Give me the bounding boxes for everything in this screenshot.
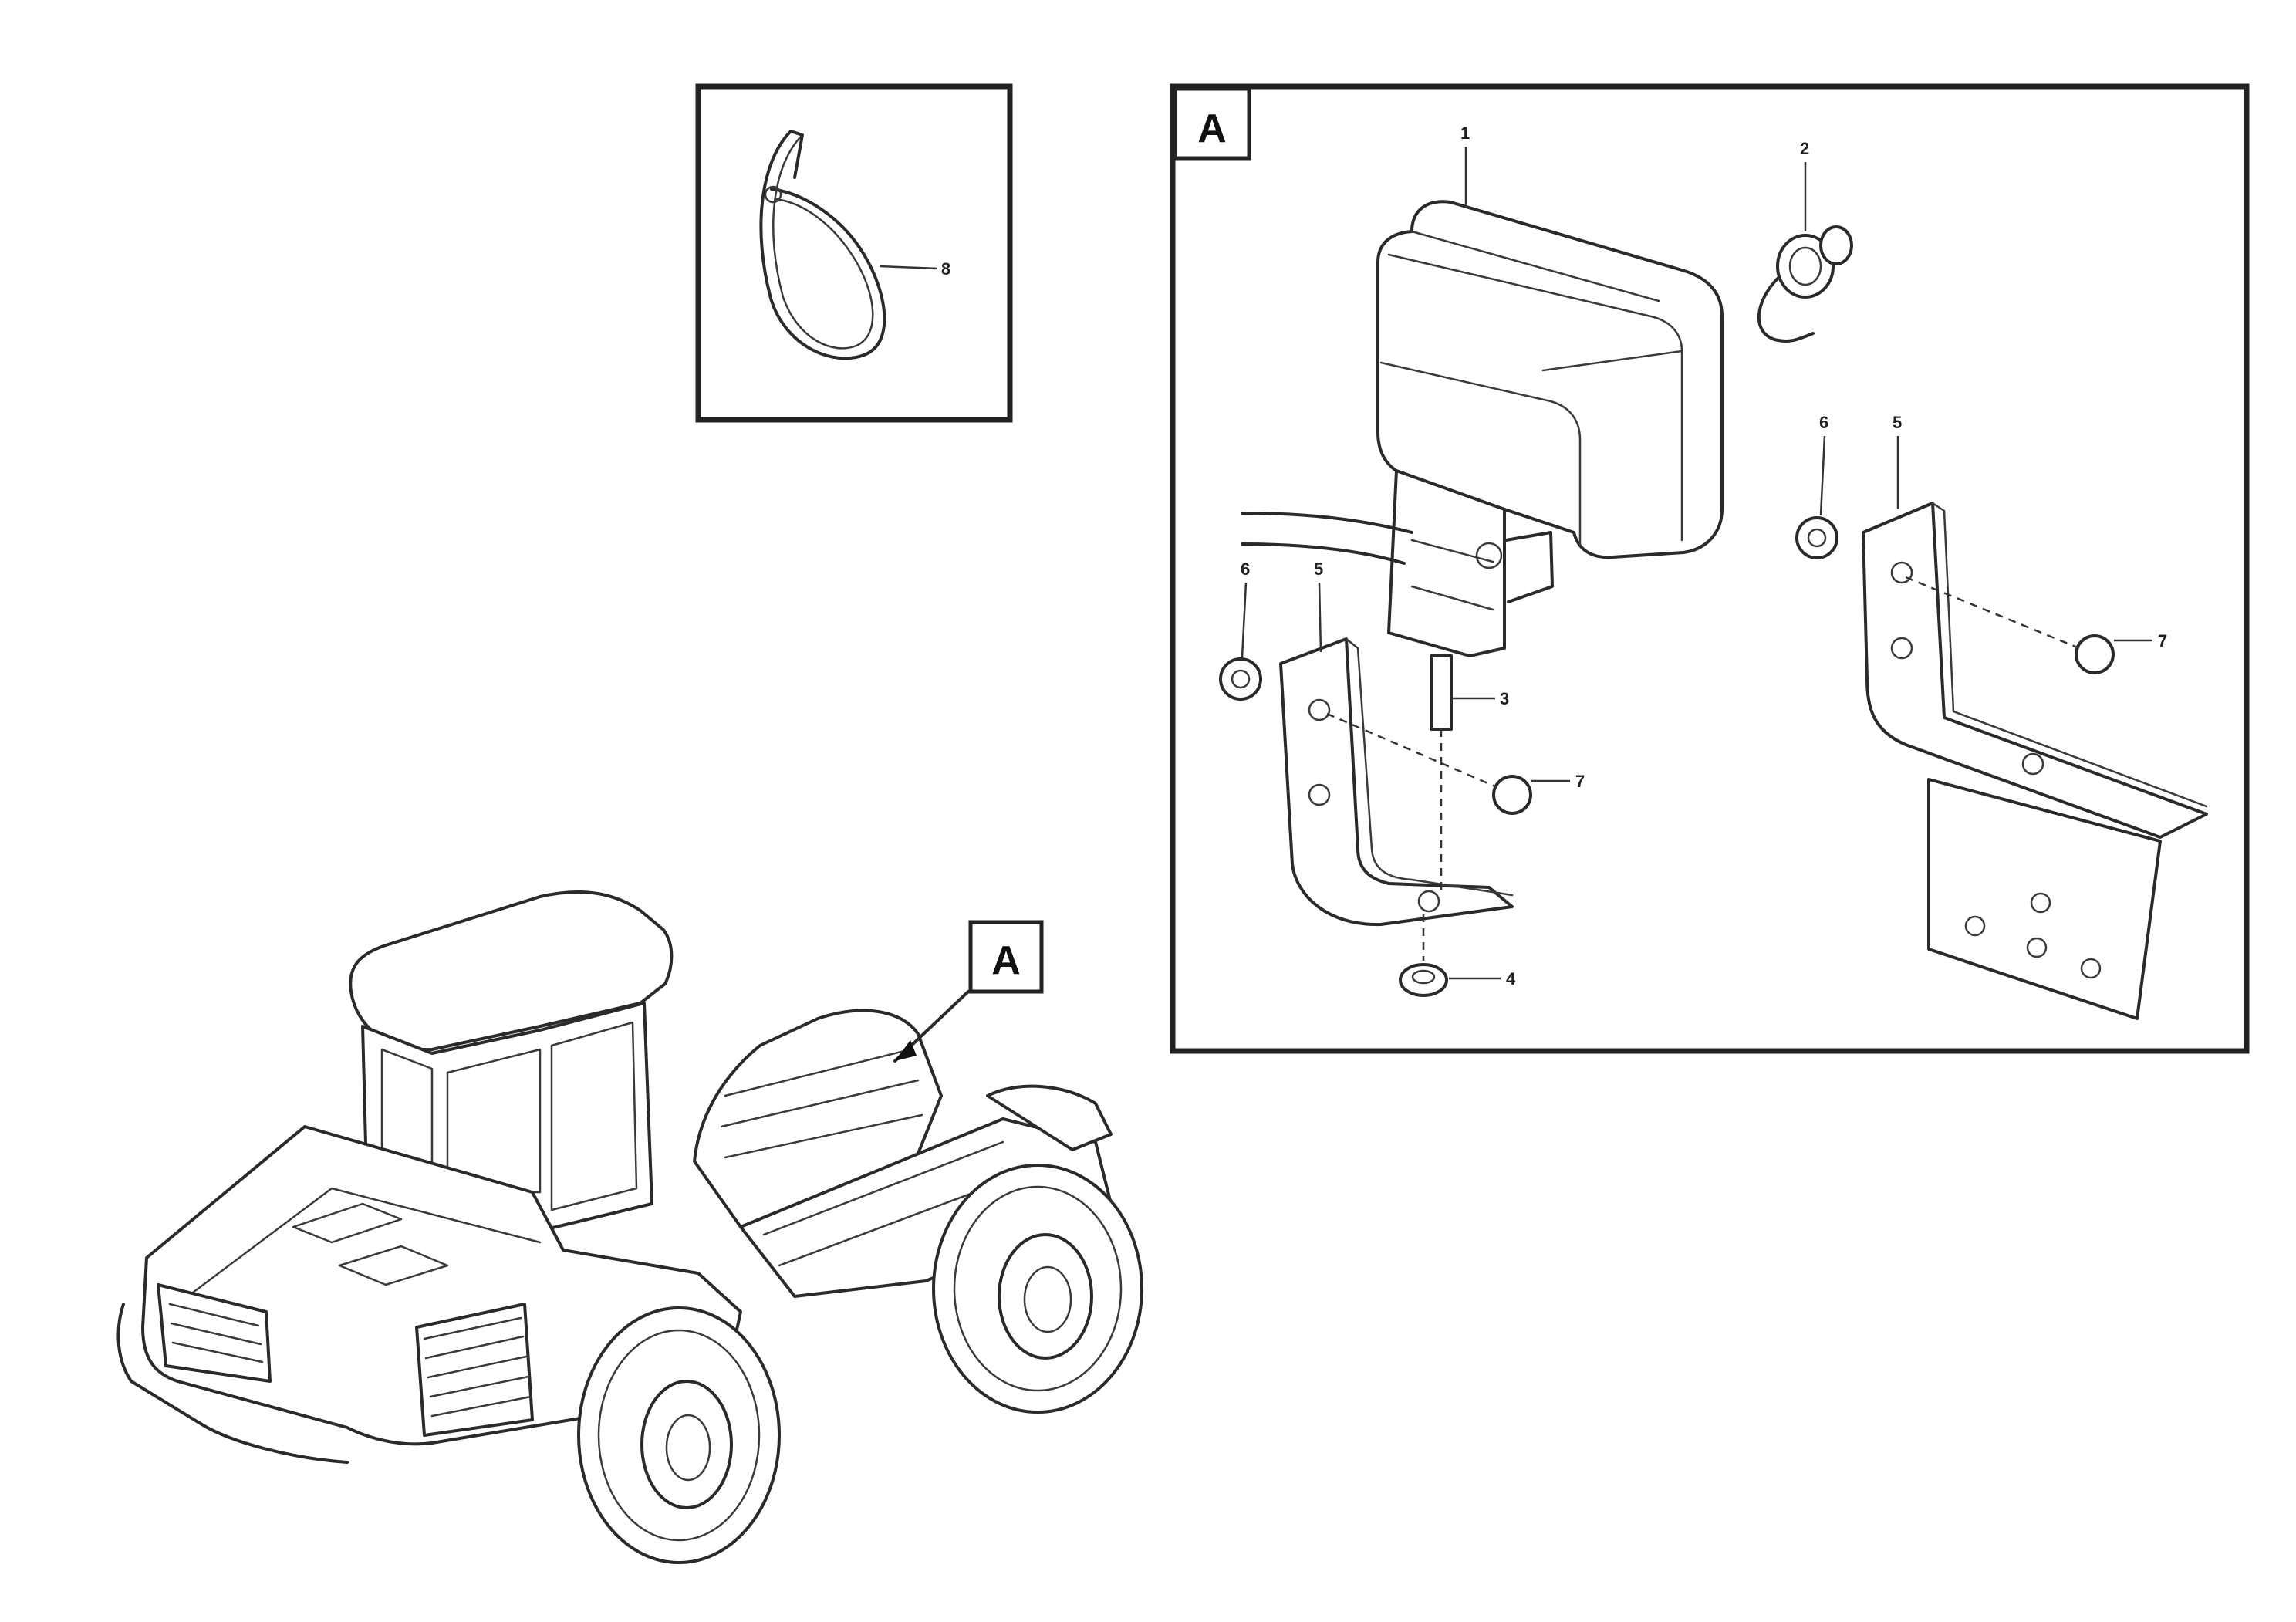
detail-view-frame xyxy=(1170,83,2250,1054)
callout-label: 7 xyxy=(1575,772,1585,791)
callout-label: 2 xyxy=(1800,139,1809,158)
nut-right xyxy=(1795,516,1838,559)
front-wheel xyxy=(577,1306,781,1564)
front-body xyxy=(116,1125,742,1464)
cable-tie-inset: 8 xyxy=(695,83,1013,423)
callout-label: 5 xyxy=(1314,559,1323,579)
callout-label: 5 xyxy=(1893,413,1902,432)
callout-label: 6 xyxy=(1819,413,1828,432)
detail-view-label: A xyxy=(1197,106,1227,151)
callout-label: 6 xyxy=(1241,559,1250,579)
lamp-cable xyxy=(1241,512,1413,534)
detail-view-a: A xyxy=(1170,83,2250,1054)
rear-wheel xyxy=(932,1164,1143,1414)
callout-label: 8 xyxy=(941,259,950,279)
lamp-cable-lower xyxy=(1241,542,1406,565)
right-bracket xyxy=(1862,502,2208,1020)
nut-left xyxy=(1219,657,1262,701)
location-marker-a: A xyxy=(893,920,1044,1063)
callout-label: 4 xyxy=(1506,969,1516,988)
detail-view-label-box xyxy=(1173,86,1251,161)
work-lamp xyxy=(1376,200,1724,559)
articulated-hauler-overview: A xyxy=(116,890,1143,1564)
connector-clip xyxy=(1757,225,1853,343)
lamp-mount xyxy=(1387,469,1554,731)
fasteners xyxy=(1219,516,2115,997)
detail-callouts: 1 2 6 5 6 5 3 7 7 4 xyxy=(1241,123,2167,988)
location-marker-label: A xyxy=(991,938,1021,983)
callout-label: 1 xyxy=(1460,123,1470,143)
callout-label: 3 xyxy=(1500,689,1509,708)
bolt-right xyxy=(2075,634,2115,674)
cable-tie-inset-frame xyxy=(695,83,1013,423)
left-bracket xyxy=(1279,637,1514,927)
callout-label: 7 xyxy=(2158,631,2167,650)
bolt-left xyxy=(1492,775,1532,815)
washer-bottom xyxy=(1399,963,1448,997)
rear-frame xyxy=(693,1009,1113,1298)
cable-tie-drawing xyxy=(759,130,886,360)
